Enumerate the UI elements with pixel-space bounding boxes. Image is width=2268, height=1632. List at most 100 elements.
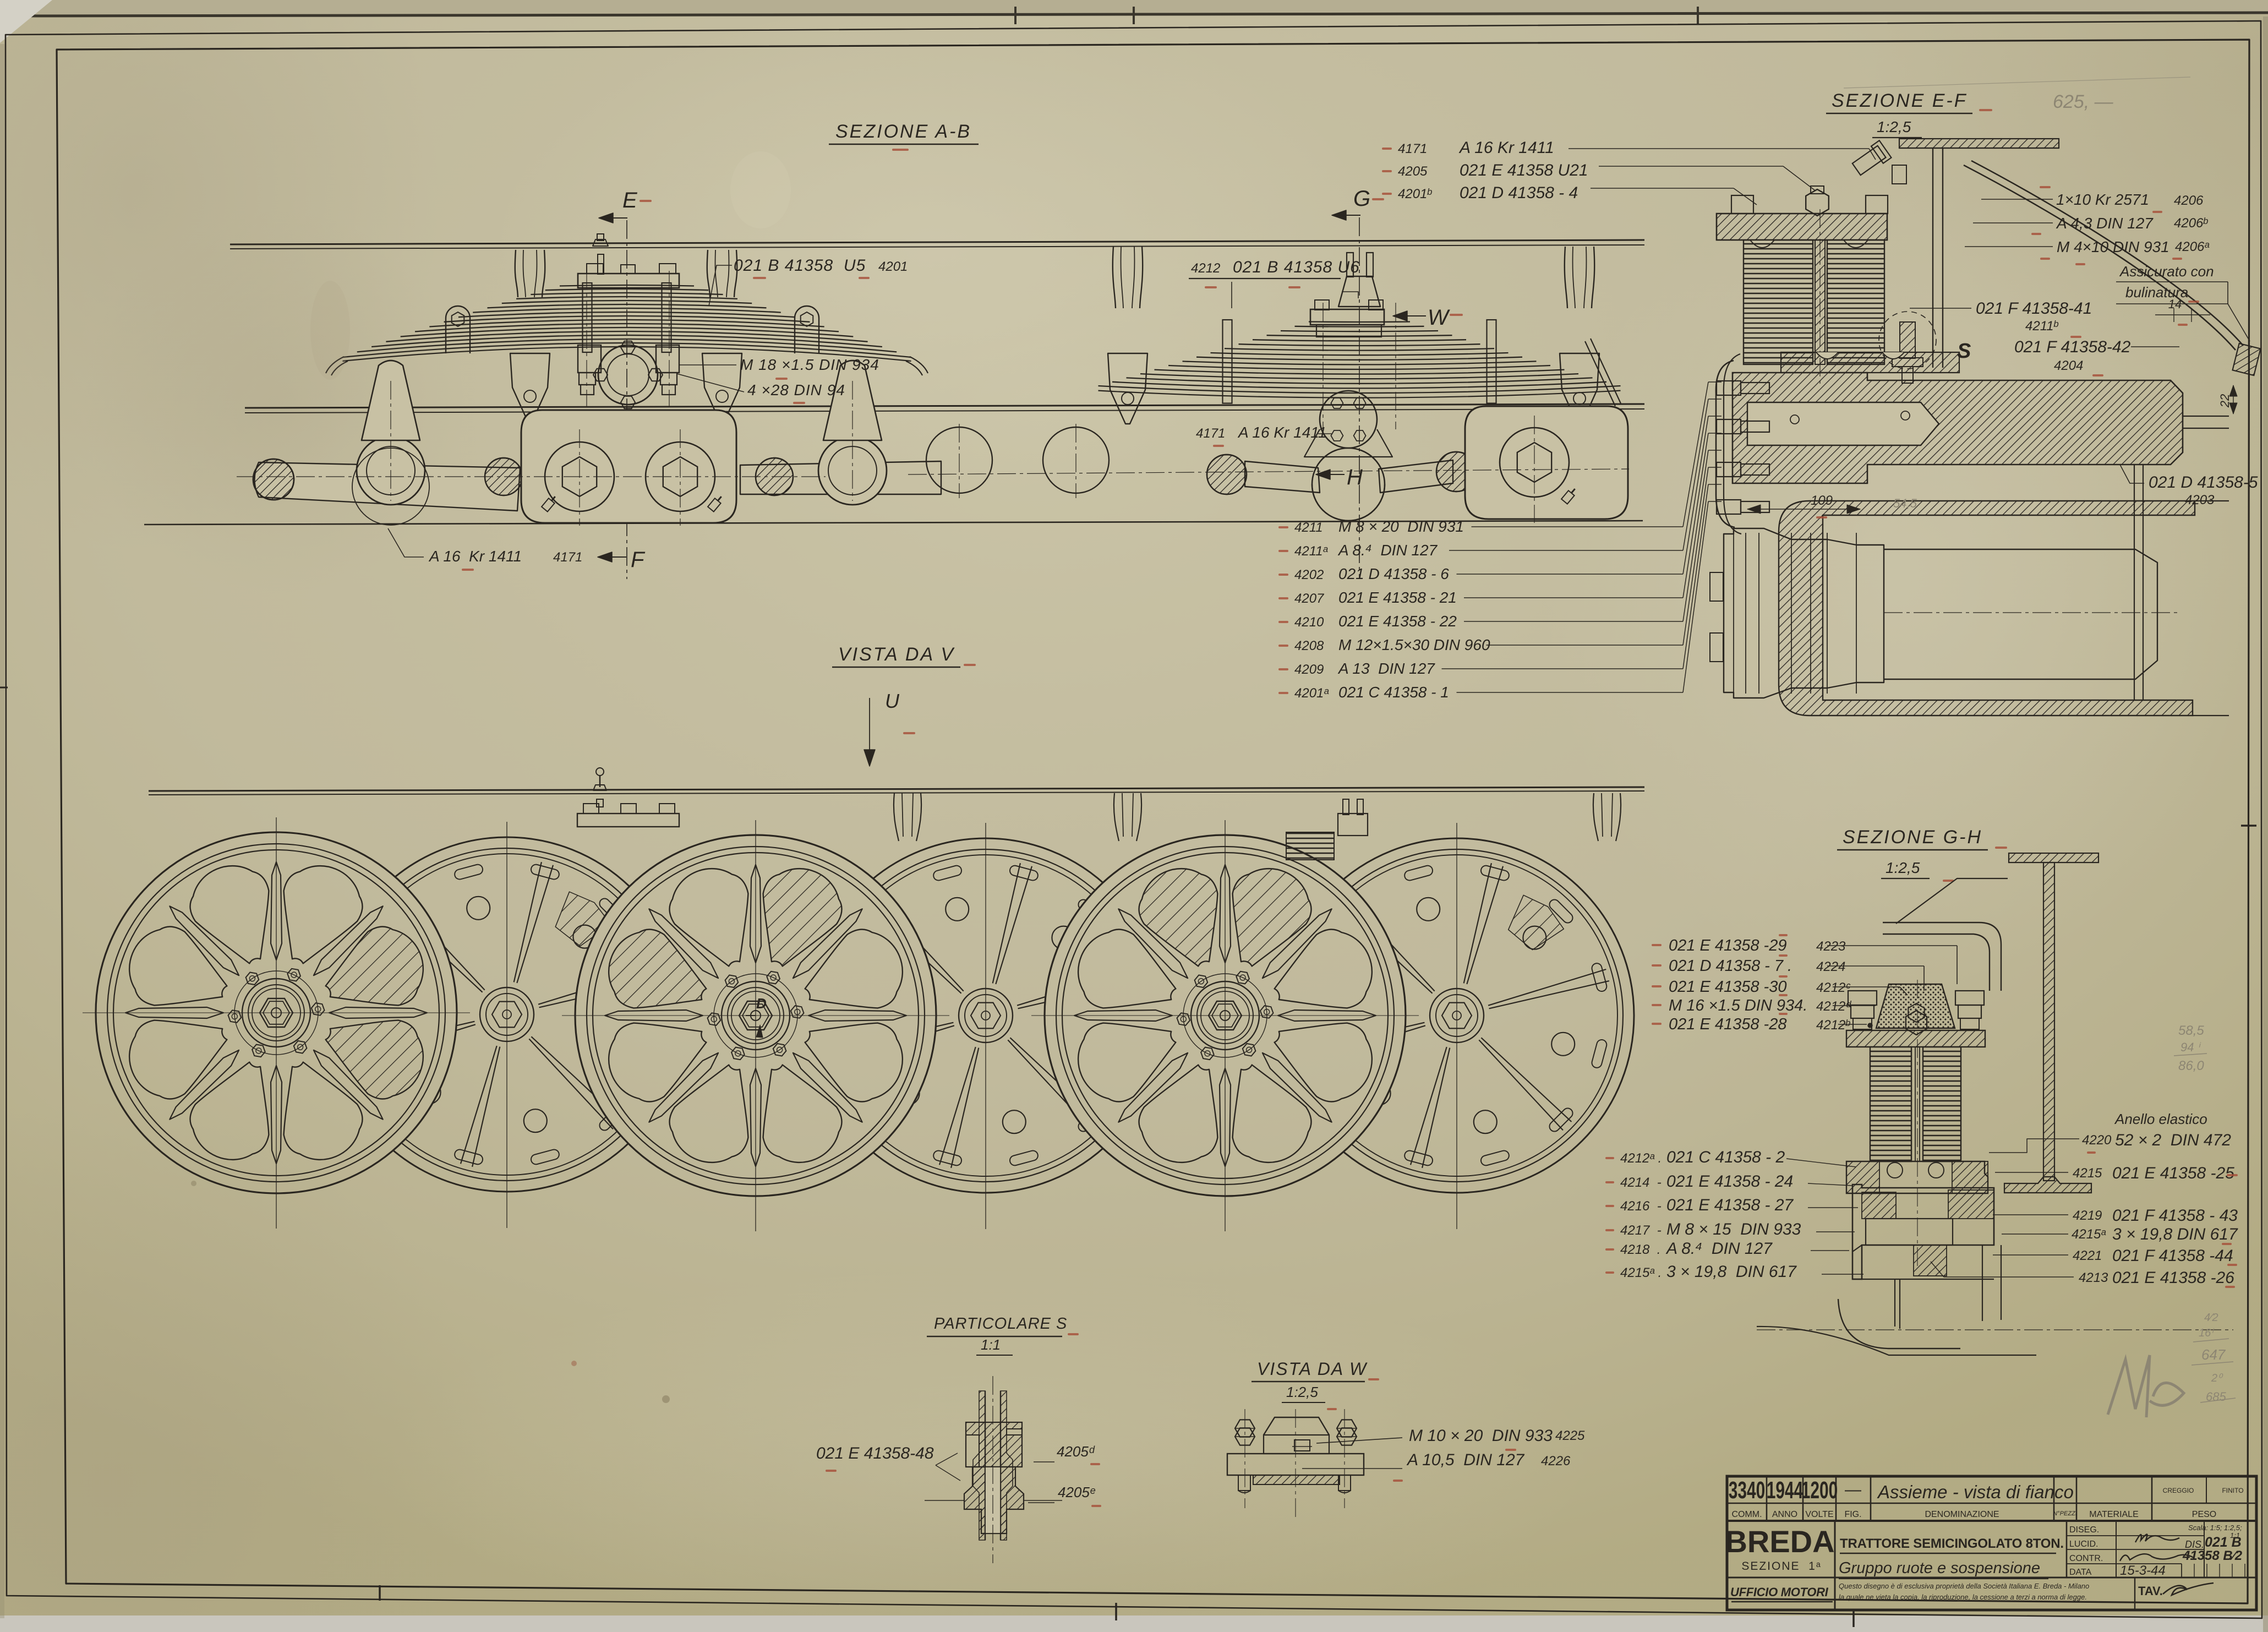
svg-text:4215ᵃ .: 4215ᵃ . [1620,1265,1662,1280]
svg-text:4214 -: 4214 - [1620,1175,1662,1190]
svg-text:4216 -: 4216 - [1620,1199,1662,1214]
svg-text:D: D [756,995,767,1012]
svg-text:4212ᵃ .: 4212ᵃ . [1620,1151,1662,1166]
svg-text:4206ᵇ: 4206ᵇ [2174,216,2208,231]
svg-text:021 D 41358-5: 021 D 41358-5 [2149,473,2258,492]
svg-text:—: — [1845,1481,1861,1499]
svg-text:021 D 41358 - 7 .: 021 D 41358 - 7 . [1669,957,1792,975]
svg-text:021 E 41358 - 22: 021 E 41358 - 22 [1338,613,1457,630]
svg-text:4 ×28 DIN 94: 4 ×28 DIN 94 [747,381,845,399]
svg-text:15-3-44: 15-3-44 [2120,1563,2166,1578]
svg-text:4201ᵇ: 4201ᵇ [1398,187,1432,201]
svg-text:4212ᵈ: 4212ᵈ [1816,999,1851,1014]
svg-text:M 12×1.5×30 DIN 960: M 12×1.5×30 DIN 960 [1338,636,1490,653]
svg-text:M 4×10 DIN 931: M 4×10 DIN 931 [2057,238,2169,255]
svg-text:021 E 41358 -29: 021 E 41358 -29 [1669,937,1786,954]
svg-text:021 F 41358-41: 021 F 41358-41 [1976,299,2092,318]
svg-text:Scala: 1:5; 1:2,5;: Scala: 1:5; 1:2,5; [2188,1524,2242,1532]
svg-text:4208: 4208 [1294,638,1324,653]
svg-text:4210: 4210 [1294,615,1324,630]
svg-text:M 8 × 15 DIN 933: M 8 × 15 DIN 933 [1666,1220,1801,1238]
svg-text:DATA: DATA [2069,1568,2092,1577]
svg-text:4209: 4209 [1294,662,1324,677]
svg-text:G: G [1353,187,1370,211]
svg-text:UFFICIO MOTORI: UFFICIO MOTORI [1730,1585,1829,1599]
svg-text:Assieme - vista di fianco: Assieme - vista di fianco [1877,1482,2074,1502]
svg-text:4215: 4215 [2073,1166,2102,1181]
svg-text:109: 109 [1811,493,1833,508]
svg-text:625, —: 625, — [2053,91,2114,112]
svg-text:58,5: 58,5 [2178,1023,2204,1038]
svg-text:021 F 41358 - 43: 021 F 41358 - 43 [2112,1207,2238,1225]
svg-text:4201ᵃ: 4201ᵃ [1294,686,1329,701]
svg-text:86,0: 86,0 [2178,1058,2204,1073]
svg-text:4171: 4171 [1196,426,1225,441]
svg-text:Assicurato con: Assicurato con [2119,263,2214,280]
svg-text:1:2,5: 1:2,5 [1286,1384,1318,1400]
svg-text:A 16 Kr 1411: A 16 Kr 1411 [1237,424,1326,441]
svg-text:U: U [885,690,900,712]
svg-text:4203: 4203 [2185,493,2215,507]
svg-text:M 18 ×1.5 DIN 934: M 18 ×1.5 DIN 934 [740,356,879,373]
svg-text:021 B 41358 U6: 021 B 41358 U6 [1233,258,1360,276]
svg-text:021 E 41358 -25: 021 E 41358 -25 [2112,1164,2234,1182]
svg-text:1200: 1200 [1801,1476,1838,1503]
svg-text:4224: 4224 [1816,959,1845,974]
svg-text:E: E [622,188,638,212]
svg-text:A 16 Kr 1411: A 16 Kr 1411 [428,548,522,565]
svg-text:4219: 4219 [2073,1208,2102,1223]
svg-text:4205ᵉ: 4205ᵉ [1058,1484,1096,1500]
svg-text:H: H [1347,465,1363,489]
svg-text:M 16 ×1.5 DIN 934.: M 16 ×1.5 DIN 934. [1669,997,1807,1014]
svg-text:021 E 41358 -26: 021 E 41358 -26 [2112,1269,2234,1287]
svg-text:4207: 4207 [1294,591,1325,606]
svg-text:N°PEZZI: N°PEZZI [2053,1510,2077,1517]
svg-text:4212ᶜ: 4212ᶜ [1816,980,1850,995]
svg-text:52 × 2 DIN 472: 52 × 2 DIN 472 [2115,1131,2231,1149]
svg-text:021 B: 021 B [2205,1535,2242,1550]
svg-text:MATERIALE: MATERIALE [2089,1510,2139,1519]
svg-text:4211ᵇ: 4211ᵇ [2025,319,2059,334]
svg-text:Gruppo ruote e sospensione: Gruppo ruote e sospensione [1839,1559,2040,1577]
svg-text:021 E 41358 - 27: 021 E 41358 - 27 [1666,1196,1794,1214]
svg-text:021 D 41358 - 4: 021 D 41358 - 4 [1460,184,1578,202]
svg-text:1:2,5: 1:2,5 [1886,859,1920,876]
svg-text:SEZIONE A-B: SEZIONE A-B [835,121,971,142]
svg-text:021 E 41358 -30: 021 E 41358 -30 [1669,978,1786,996]
svg-text:4220: 4220 [2082,1133,2112,1148]
svg-text:021 E 41358 -28: 021 E 41358 -28 [1669,1016,1786,1033]
svg-text:021 F 41358-42: 021 F 41358-42 [2014,338,2131,356]
svg-text:021 C 41358 - 2: 021 C 41358 - 2 [1666,1148,1785,1166]
svg-text:SEZIONE G-H: SEZIONE G-H [1843,827,1982,848]
svg-text:COMM.: COMM. [1731,1510,1762,1519]
svg-text:FIG.: FIG. [1844,1510,1861,1519]
svg-text:M 8 × 20 DIN 931: M 8 × 20 DIN 931 [1338,518,1464,535]
svg-text:VISTA DA V: VISTA DA V [838,644,955,665]
svg-text:1:2,5: 1:2,5 [1877,118,1911,135]
svg-text:la quale ne vieta la copia, la: la quale ne vieta la copia, la riproduzi… [1839,1593,2087,1601]
svg-text:021 F 41358 -44: 021 F 41358 -44 [2112,1247,2233,1265]
svg-text:4201: 4201 [878,259,908,274]
svg-text:M 10 × 20 DIN 933: M 10 × 20 DIN 933 [1409,1427,1553,1445]
svg-text:4221: 4221 [2073,1248,2102,1263]
svg-text:685: 685 [2206,1390,2226,1404]
svg-text:SEZIONE E-F: SEZIONE E-F [1832,90,1967,111]
svg-text:3 × 19,8 DIN 617: 3 × 19,8 DIN 617 [2112,1225,2238,1243]
svg-text:PESO: PESO [2192,1510,2216,1519]
svg-text:DENOMINAZIONE: DENOMINAZIONE [1925,1510,1999,1519]
svg-text:021 E 41358-48: 021 E 41358-48 [816,1444,934,1462]
svg-text:Questo disegno è di esclusiva: Questo disegno è di esclusiva proprietà … [1839,1582,2089,1590]
svg-text:4212: 4212 [1191,261,1220,276]
svg-text:DIS.: DIS. [2185,1539,2204,1550]
svg-text:4218 .: 4218 . [1620,1242,1660,1257]
svg-text:1:1: 1:1 [981,1336,1001,1353]
svg-text:2⁰: 2⁰ [2211,1372,2223,1384]
svg-text:1×10 Kr 2571: 1×10 Kr 2571 [2056,191,2149,208]
svg-text:021 E 41358 - 24: 021 E 41358 - 24 [1666,1172,1793,1191]
svg-text:1944: 1944 [1767,1476,1804,1503]
svg-text:ANNO: ANNO [1772,1510,1797,1519]
svg-text:A 10,5 DIN 127: A 10,5 DIN 127 [1406,1451,1525,1469]
svg-text:FINITO: FINITO [2222,1487,2243,1494]
svg-text:VISTA DA W: VISTA DA W [1257,1359,1368,1379]
svg-text:54,5: 54,5 [1893,496,1917,510]
